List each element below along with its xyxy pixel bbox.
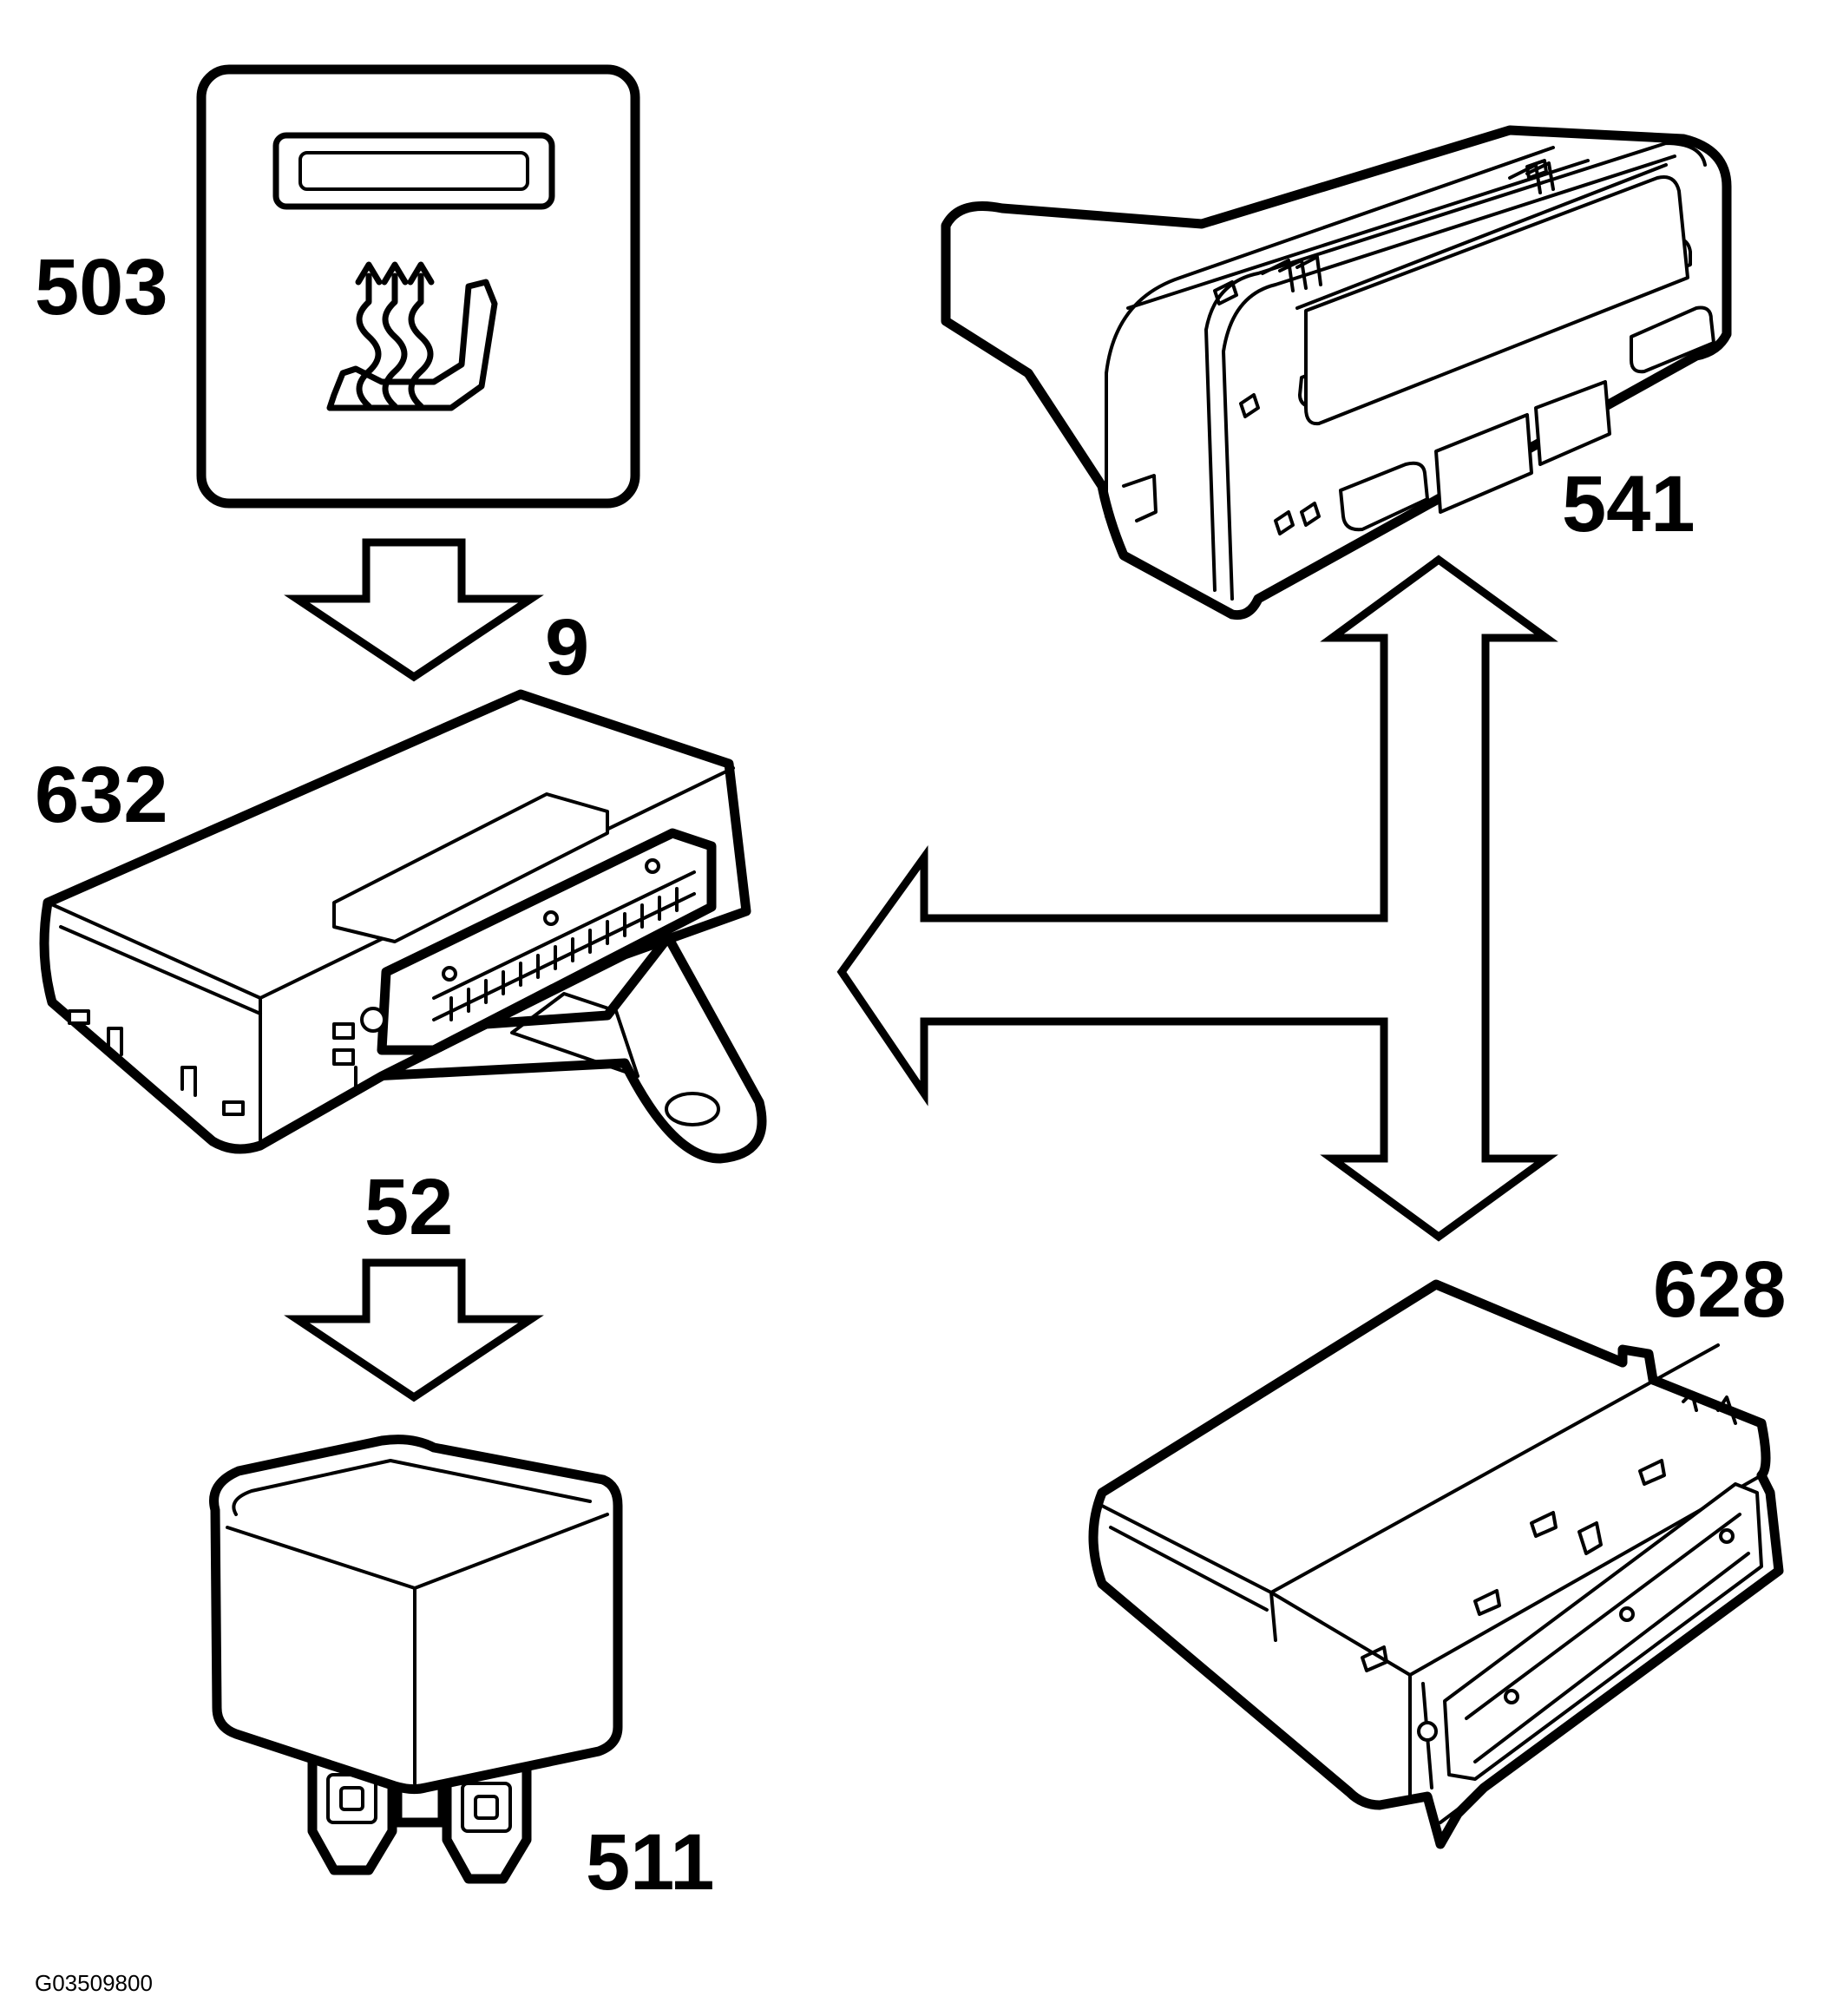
module-632: [39, 689, 767, 1164]
arrow-632-to-511: [284, 1258, 544, 1402]
seat-heater-icon: [326, 261, 498, 411]
label-52: 52: [364, 1163, 454, 1251]
label-503: 503: [35, 243, 168, 332]
label-511: 511: [586, 1818, 715, 1907]
label-9: 9: [545, 603, 590, 692]
figure-id: G03509800: [35, 1970, 153, 1996]
label-541: 541: [1562, 460, 1695, 548]
relay-511: [209, 1435, 623, 1884]
arrow-503-to-632: [284, 538, 544, 682]
seat-heater-switch: [196, 64, 640, 509]
label-628: 628: [1653, 1245, 1787, 1334]
arrow-541-628-network: [836, 555, 1558, 1242]
label-632: 632: [35, 751, 168, 839]
module-628: [1088, 1279, 1784, 1849]
control-panel-541: [941, 125, 1732, 621]
